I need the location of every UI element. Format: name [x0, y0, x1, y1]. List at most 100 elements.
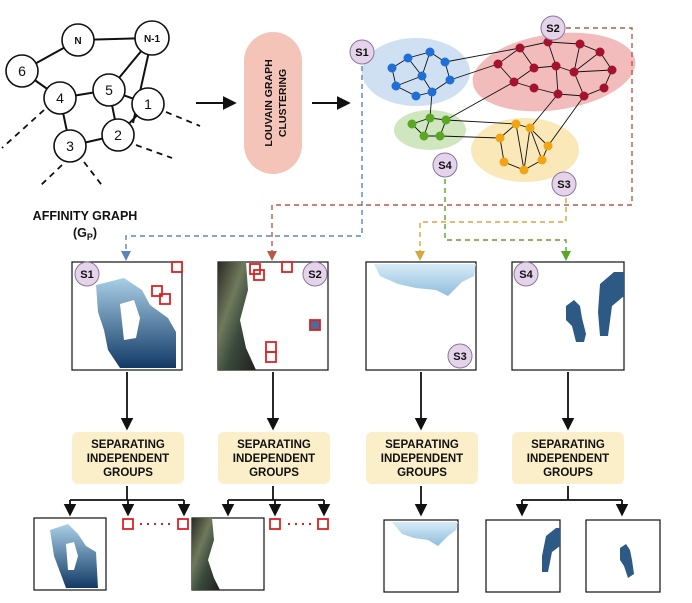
graph-node-2-label: 2 — [114, 127, 122, 143]
panel-s2-marker — [265, 351, 277, 363]
panel-s1-marker — [171, 261, 183, 273]
affinity-graph-subtitle-sub: P — [87, 232, 93, 242]
connector-s2 — [271, 27, 633, 252]
graph-node-n-label: N — [74, 36, 81, 47]
graph-node-3: 3 — [53, 129, 87, 163]
badge-s4-top: S4 — [432, 152, 458, 178]
graph-node-1-label: 1 — [144, 96, 152, 112]
connector-s4-arrowhead — [561, 251, 571, 261]
cluster-s4-nodes — [407, 113, 451, 141]
badge-s1-top-label: S1 — [355, 47, 368, 59]
separating-box-s4-line3: GROUPS — [543, 467, 593, 479]
louvain-clustering-box: LOUVAIN GRAPH CLUSTERING — [244, 32, 302, 174]
panel-s2-marker — [309, 319, 321, 331]
affinity-graph-title: AFFINITY GRAPH — [33, 209, 138, 223]
result-s4-group-1 — [485, 519, 561, 593]
graph-node-3-label: 3 — [66, 138, 74, 154]
result-s1-marker — [177, 518, 189, 530]
graph-node-1: 1 — [131, 87, 165, 121]
graph-node-5: 5 — [92, 73, 126, 107]
panel-s4-segment — [598, 272, 624, 336]
separating-box-s2: SEPARATING INDEPENDENT GROUPS — [218, 432, 330, 484]
panel-s3-segment — [374, 264, 476, 296]
connector-s3-arrowhead — [415, 251, 425, 261]
result-s3-group-1 — [383, 519, 459, 593]
separating-box-s2-line3: GROUPS — [249, 467, 299, 479]
connector-s1 — [125, 66, 363, 252]
badge-s4-panel-label: S4 — [519, 269, 533, 281]
result-s1-group-1 — [33, 517, 107, 591]
badge-s2-panel-label: S2 — [308, 269, 321, 281]
graph-node-5-label: 5 — [105, 82, 113, 98]
separating-box-s3-line3: GROUPS — [397, 467, 447, 479]
badge-s1-panel: S1 — [74, 261, 100, 287]
panel-s2-segment — [218, 262, 256, 370]
separating-box-s1: SEPARATING INDEPENDENT GROUPS — [72, 432, 184, 484]
panel-s4-segment — [566, 300, 586, 342]
connector-s3 — [419, 198, 567, 252]
result-s4-group-2 — [585, 519, 661, 593]
panel-s2-marker — [253, 269, 265, 281]
result-s1-marker — [122, 518, 134, 530]
panel-down-arrows — [120, 372, 575, 431]
louvain-label-line1: LOUVAIN GRAPH — [263, 59, 275, 146]
affinity-graph-subtitle: (GP) — [73, 226, 97, 242]
panel-s3: S3 — [365, 261, 477, 371]
panel-s1-marker — [159, 293, 171, 305]
panel-s1-marker — [151, 285, 163, 297]
badge-s2-panel: S2 — [302, 261, 328, 287]
panel-s4: S4 — [511, 261, 625, 371]
result-s2-marker — [269, 518, 281, 530]
badge-s3-top: S3 — [551, 171, 577, 197]
connector-s4 — [444, 179, 567, 252]
badge-s1-top: S1 — [349, 39, 375, 65]
separating-box-s4-line2: INDEPENDENT — [527, 453, 609, 465]
badge-s4-top-label: S4 — [438, 160, 452, 172]
separating-box-s2-line1: SEPARATING — [237, 439, 311, 451]
split-arrows — [63, 486, 629, 517]
badge-s3-panel-label: S3 — [453, 351, 466, 363]
badge-s2-top: S2 — [540, 15, 566, 41]
badge-s2-top-label: S2 — [546, 23, 559, 35]
separating-box-s4: SEPARATING INDEPENDENT GROUPS — [512, 432, 624, 484]
affinity-graph-subtitle-end: ) — [93, 226, 97, 240]
panel-s2-marker — [281, 261, 293, 273]
separating-box-s1-line1: SEPARATING — [91, 439, 165, 451]
graph-node-4: 4 — [43, 81, 77, 115]
louvain-label-line2: CLUSTERING — [277, 69, 289, 137]
cluster-s1-region — [362, 38, 470, 106]
graph-node-4-label: 4 — [56, 90, 64, 106]
badge-s3-panel: S3 — [447, 343, 473, 369]
panel-s1: S1 — [71, 261, 183, 371]
separating-box-s2-line2: INDEPENDENT — [233, 453, 315, 465]
badge-s3-top-label: S3 — [557, 179, 570, 191]
panel-s2-marker — [249, 263, 261, 275]
connector-s2-arrowhead — [267, 251, 277, 261]
result-s2-marker — [317, 518, 329, 530]
graph-node-n-minus-1-label: N-1 — [144, 34, 161, 45]
dashed-connectors — [125, 27, 633, 252]
panel-s2: S2 — [217, 261, 329, 371]
result-s2-group-1 — [191, 517, 265, 591]
affinity-graph-subtitle-main: (G — [73, 226, 87, 240]
graph-node-n: N — [61, 23, 95, 57]
graph-node-6: 6 — [5, 54, 39, 88]
separating-box-s3-line2: INDEPENDENT — [381, 453, 463, 465]
separating-box-s1-line3: GROUPS — [103, 467, 153, 479]
separating-box-s3-line1: SEPARATING — [385, 439, 459, 451]
badge-s4-panel: S4 — [513, 261, 539, 287]
badge-s1-panel-label: S1 — [80, 269, 93, 281]
graph-node-2: 2 — [101, 118, 135, 152]
separating-box-s4-line1: SEPARATING — [531, 439, 605, 451]
affinity-graph: N N-1 6 4 5 1 2 3 AFFINITY GR — [1, 20, 201, 242]
graph-node-6-label: 6 — [18, 63, 26, 79]
cluster-s1-nodes — [387, 47, 455, 101]
affinity-graph-dashed-edges — [1, 109, 201, 189]
cluster-s3-nodes — [495, 119, 553, 175]
graph-node-n-minus-1: N-1 — [134, 20, 170, 56]
separating-box-s1-line2: INDEPENDENT — [87, 453, 169, 465]
separating-box-s3: SEPARATING INDEPENDENT GROUPS — [366, 432, 478, 484]
clustered-graph: S1 S2 S4 S3 — [349, 15, 636, 197]
